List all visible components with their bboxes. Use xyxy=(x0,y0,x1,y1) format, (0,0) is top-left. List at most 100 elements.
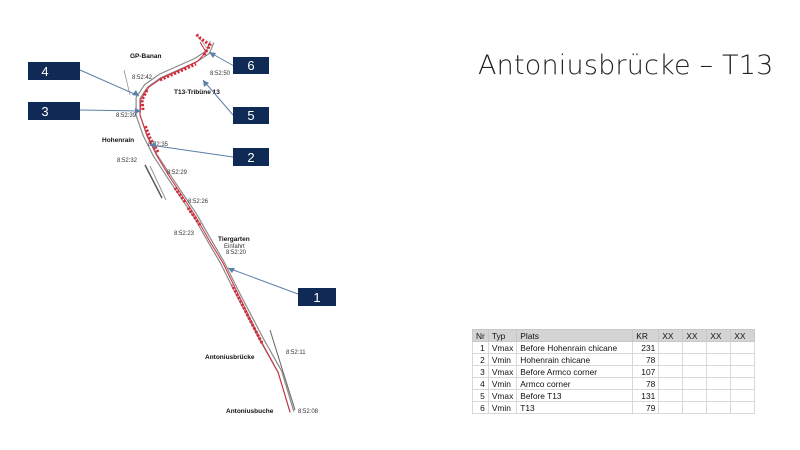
column-header: KR xyxy=(632,329,660,342)
row-type: Vmin xyxy=(487,353,518,366)
place-label: Hohenrain xyxy=(102,137,134,144)
row-empty-cell xyxy=(658,389,684,402)
row-type: Vmin xyxy=(487,401,518,414)
timestamp-label: 8:52:50 xyxy=(210,71,231,77)
row-kr-value: 78 xyxy=(632,377,660,390)
arrowhead xyxy=(209,52,216,58)
column-header: XX xyxy=(706,329,732,342)
kerb xyxy=(186,207,202,226)
row-empty-cell xyxy=(706,353,732,366)
row-empty-cell xyxy=(682,401,708,414)
row-number: 5 xyxy=(472,389,489,402)
row-type: Vmin xyxy=(487,377,518,390)
row-place: T13 xyxy=(516,401,634,414)
row-place: Before T13 xyxy=(516,389,634,402)
timestamp-label: 8:52:23 xyxy=(174,231,195,237)
place-label: Tiergarten xyxy=(218,236,250,243)
row-number: 3 xyxy=(472,365,489,378)
arrowhead xyxy=(150,142,156,148)
slide-title: Antoniusbrücke – T13 xyxy=(478,50,774,81)
arrowhead xyxy=(228,268,235,273)
row-place: Before Hohenrain chicane xyxy=(516,341,634,354)
row-kr-value: 131 xyxy=(632,389,660,402)
side-road xyxy=(123,69,131,96)
callout-number: 6 xyxy=(247,58,254,73)
row-kr-value: 78 xyxy=(632,353,660,366)
row-number: 1 xyxy=(472,341,489,354)
side-road xyxy=(144,164,163,199)
row-kr-value: 107 xyxy=(632,365,660,378)
timestamp-label: 8:52:29 xyxy=(167,170,188,176)
column-header: Plats xyxy=(516,329,634,342)
kerb xyxy=(194,32,213,56)
callout-1: 1 xyxy=(298,288,336,306)
place-label: Antoniusbrücke xyxy=(205,354,255,361)
callout-leaders xyxy=(79,51,299,295)
driving-line xyxy=(139,41,291,413)
row-empty-cell xyxy=(730,353,756,366)
callout-leader xyxy=(227,267,299,295)
row-place: Armco corner xyxy=(516,377,634,390)
timestamp-label: 8:52:35 xyxy=(148,142,169,148)
callout-number: 2 xyxy=(247,150,254,165)
callout-6: 6 xyxy=(233,57,269,74)
callout-leader xyxy=(79,69,140,97)
row-place: Hohenrain chicane xyxy=(516,353,634,366)
row-empty-cell xyxy=(658,401,684,414)
callout-leader xyxy=(79,109,142,112)
kerb xyxy=(230,284,264,344)
timestamp-label: 8:52:39 xyxy=(116,113,137,119)
row-empty-cell xyxy=(730,389,756,402)
timestamp-label: 8:52:32 xyxy=(117,158,138,164)
row-empty-cell xyxy=(730,377,756,390)
row-type: Vmax xyxy=(487,389,518,402)
callout-4: 4 xyxy=(28,62,80,80)
row-kr-value: 231 xyxy=(632,341,660,354)
column-header: Typ xyxy=(487,329,518,342)
row-empty-cell xyxy=(706,389,732,402)
callout-3: 3 xyxy=(28,102,80,120)
row-empty-cell xyxy=(658,377,684,390)
row-type: Vmax xyxy=(487,365,518,378)
callout-number: 4 xyxy=(41,64,48,79)
row-empty-cell xyxy=(706,365,732,378)
row-number: 4 xyxy=(472,377,489,390)
arrowhead xyxy=(132,90,139,96)
kerb-segments xyxy=(140,32,264,344)
row-empty-cell xyxy=(658,365,684,378)
row-number: 2 xyxy=(472,353,489,366)
column-header: Nr xyxy=(472,329,489,342)
place-label: GP-Banan xyxy=(130,53,161,60)
row-empty-cell xyxy=(730,365,756,378)
arrowhead xyxy=(135,108,141,114)
callout-5: 5 xyxy=(233,107,269,124)
timestamp-label: 8:52:20 xyxy=(226,250,247,256)
column-header: XX xyxy=(730,329,756,342)
row-number: 6 xyxy=(472,401,489,414)
row-empty-cell xyxy=(658,341,684,354)
callout-leader xyxy=(202,79,234,116)
row-empty-cell xyxy=(730,401,756,414)
callout-number: 1 xyxy=(313,290,320,305)
timestamp-label: 8:52:11 xyxy=(286,350,306,356)
row-empty-cell xyxy=(706,401,732,414)
side-road xyxy=(269,329,296,411)
place-label: Einfahrt xyxy=(224,244,245,250)
arrowhead xyxy=(203,80,209,87)
row-empty-cell xyxy=(730,341,756,354)
timestamp-label: 8:52:08 xyxy=(298,409,319,415)
row-empty-cell xyxy=(682,365,708,378)
place-label: T13-Tribüne 13 xyxy=(174,89,220,96)
callout-leader xyxy=(149,144,234,158)
callout-2: 2 xyxy=(233,148,269,166)
side-road xyxy=(149,165,167,201)
row-empty-cell xyxy=(658,353,684,366)
table-header-row: Nr Typ Plats KR XX XX XX XX xyxy=(472,329,756,342)
